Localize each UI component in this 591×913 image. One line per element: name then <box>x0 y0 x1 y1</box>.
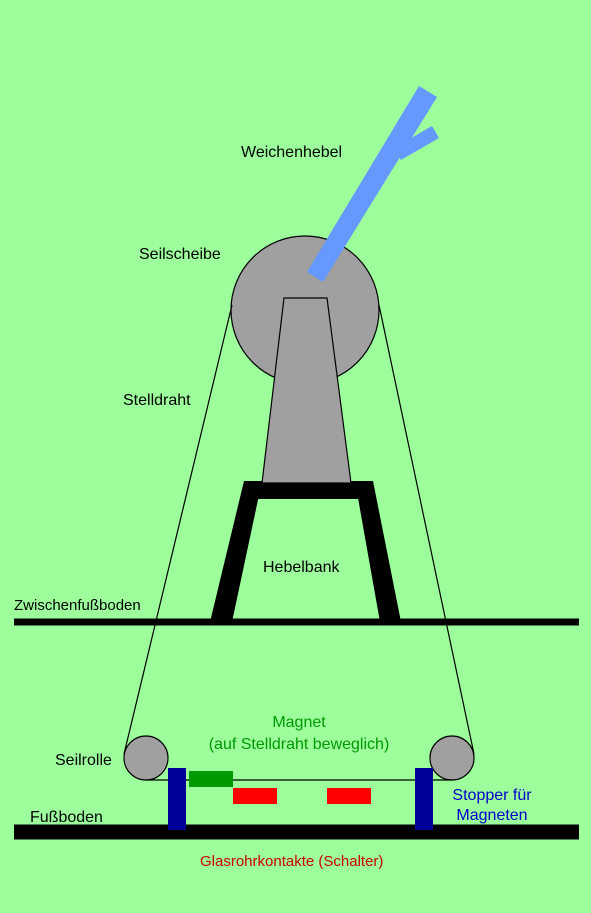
label-magnet-title: Magnet <box>272 714 326 731</box>
magnet-block <box>189 771 233 787</box>
reed-contact-left <box>233 788 277 804</box>
label-glasrohrkontakte: Glasrohrkontakte (Schalter) <box>200 853 384 870</box>
switch-lever-fork <box>394 126 439 160</box>
label-weichenhebel: Weichenhebel <box>241 144 343 161</box>
magnet-stopper-left <box>168 768 186 830</box>
setting-wire-left <box>123 304 233 755</box>
label-hebelbank: Hebelbank <box>263 559 340 576</box>
lever-pedestal <box>261 297 352 484</box>
lever-bench-right-leg <box>355 481 401 622</box>
label-stelldraht: Stelldraht <box>123 392 191 409</box>
reed-contact-right <box>327 788 371 804</box>
label-fussboden: Fußboden <box>30 809 103 826</box>
label-stopper-line1: Stopper für <box>452 787 532 804</box>
label-seilscheibe: Seilscheibe <box>139 246 221 263</box>
magnet-stopper-right <box>415 768 433 830</box>
setting-wire-right <box>378 304 475 755</box>
label-stopper-line2: Magneten <box>456 807 528 824</box>
lever-bench-left-leg <box>210 481 262 622</box>
label-zwischenfussboden: Zwischenfußboden <box>14 597 141 614</box>
lever-bench-top-bar <box>244 481 373 499</box>
cable-roller-right <box>429 735 475 781</box>
label-magnet-note: (auf Stelldraht beweglich) <box>208 736 390 753</box>
label-seilrolle: Seilrolle <box>55 752 112 769</box>
switch-lever <box>307 86 437 282</box>
cable-roller-left <box>123 735 169 781</box>
